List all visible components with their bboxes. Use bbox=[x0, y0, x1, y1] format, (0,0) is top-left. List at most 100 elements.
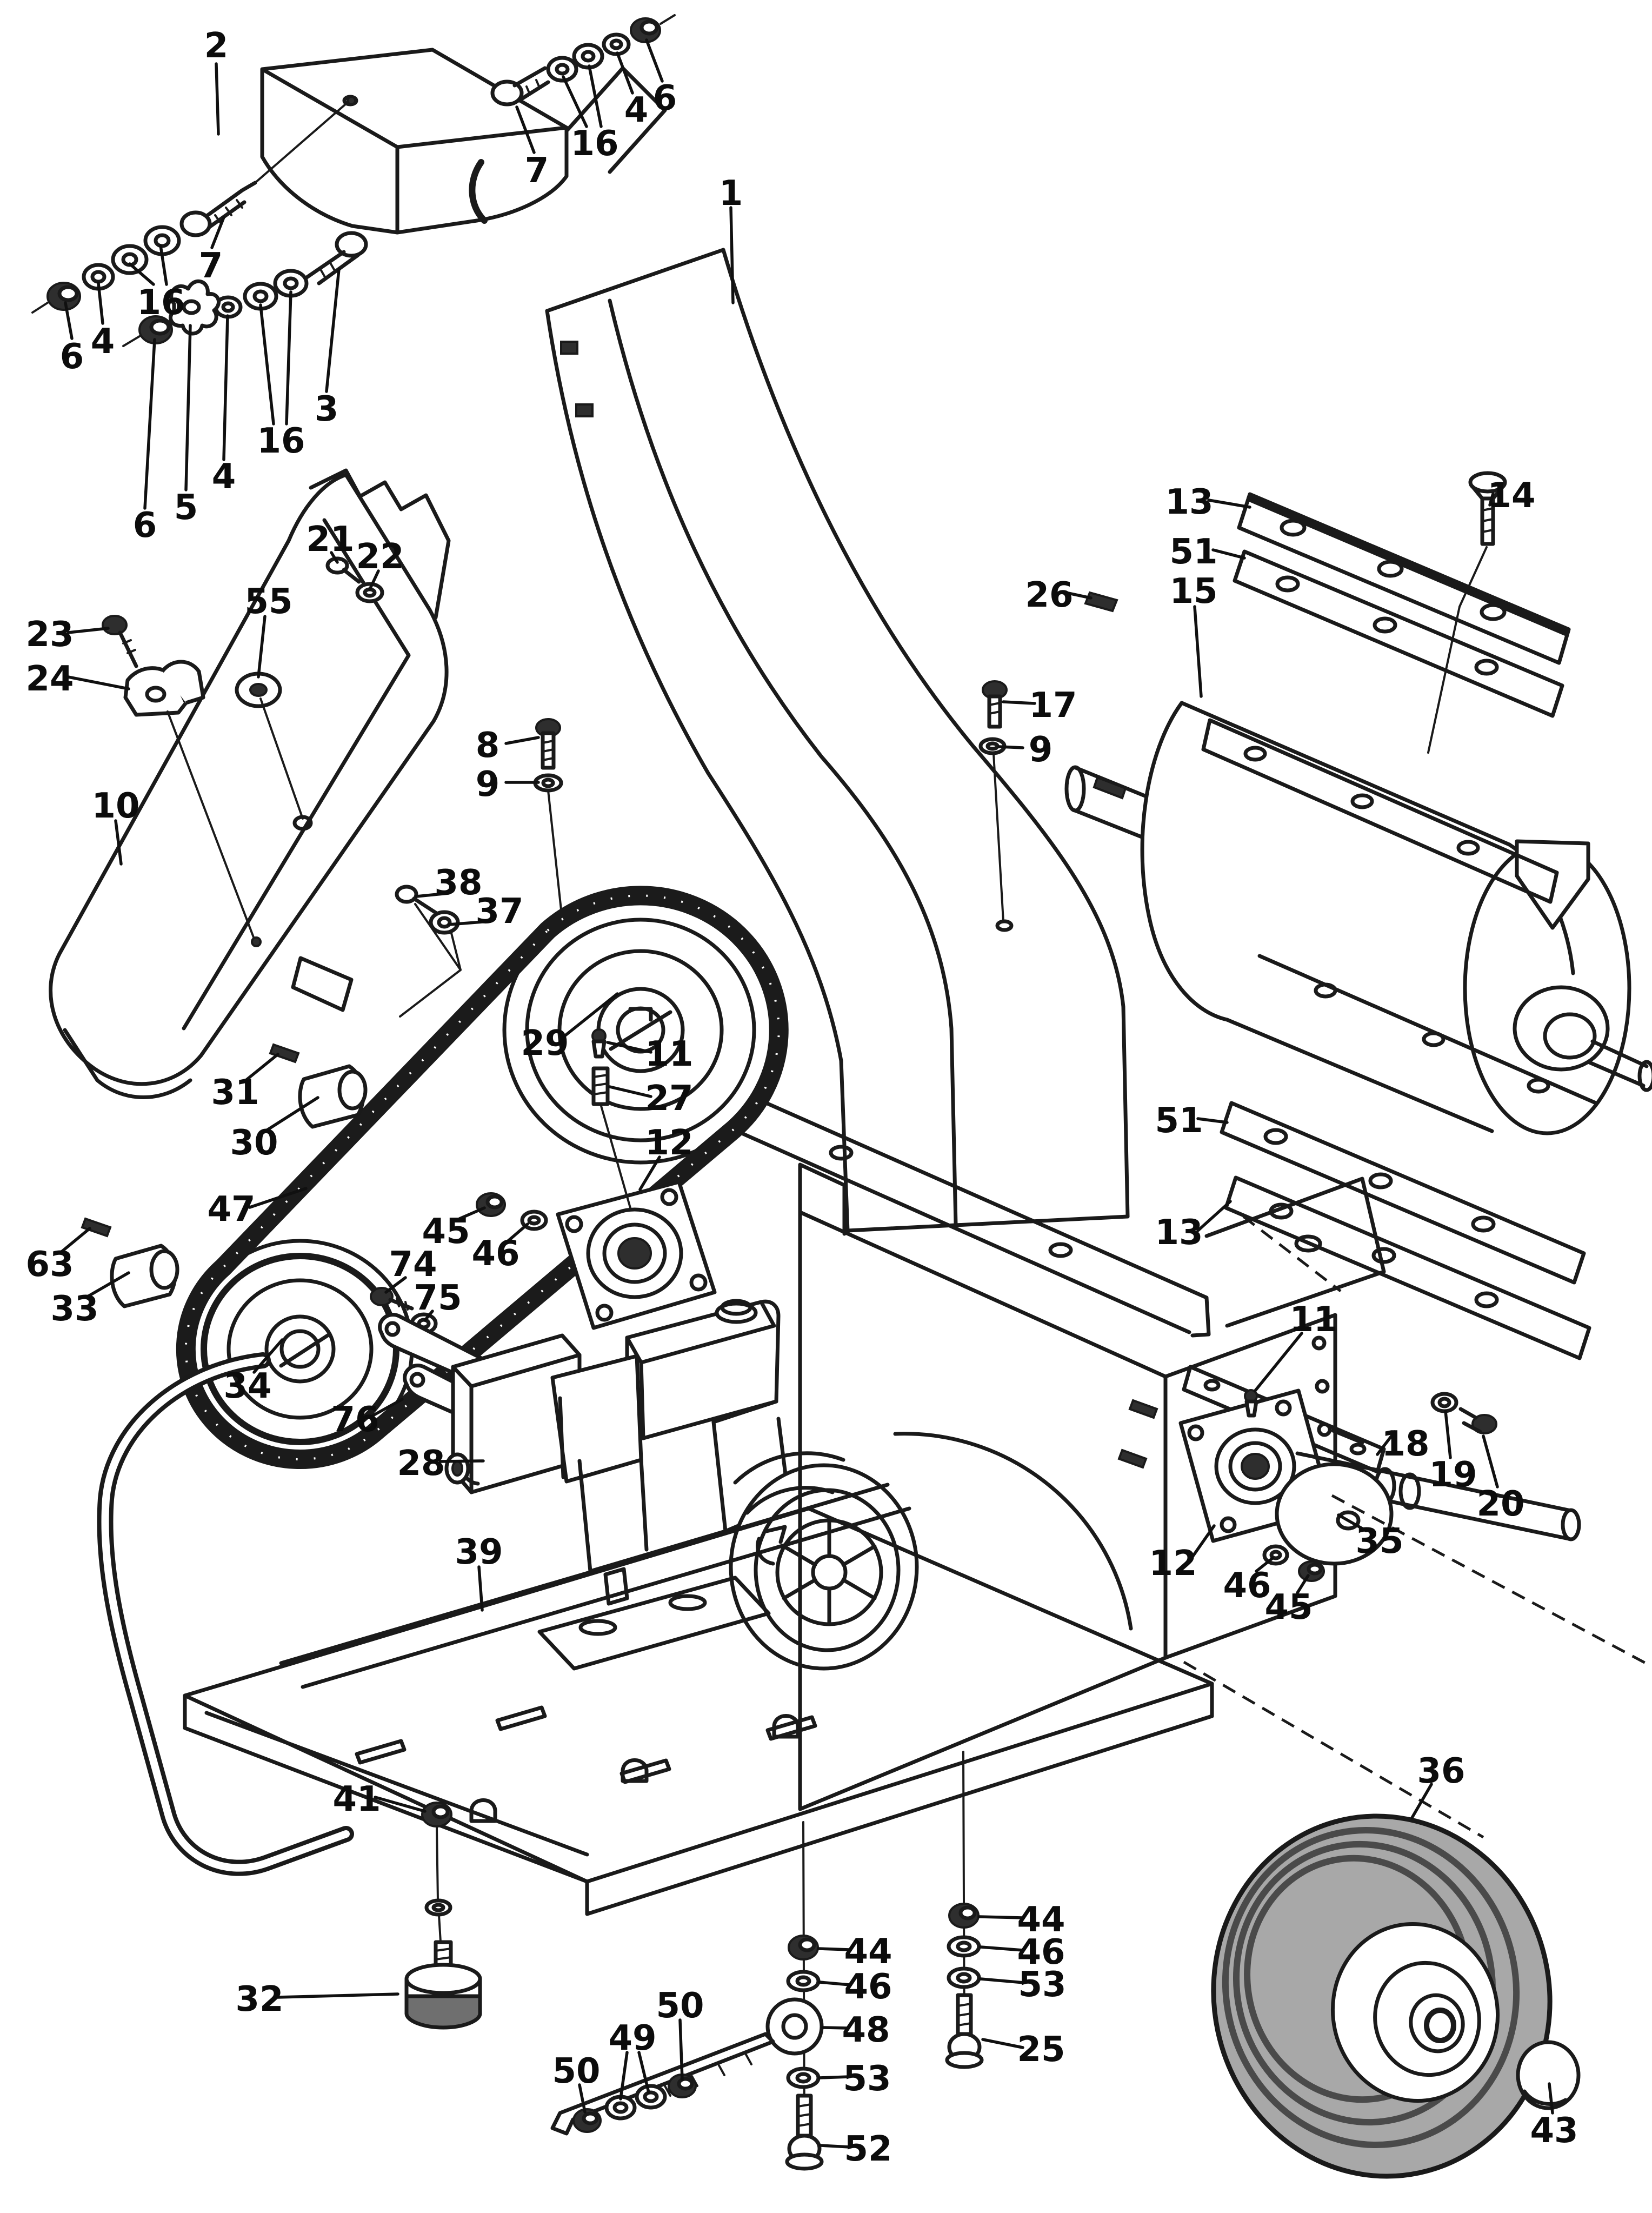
callout-50: 50 bbox=[552, 2051, 601, 2114]
flange-nut-41 bbox=[421, 1802, 452, 1827]
leader-line bbox=[1002, 700, 1036, 705]
leader-line bbox=[128, 262, 155, 286]
part-number-11: 11 bbox=[1289, 1300, 1337, 1340]
leader-line bbox=[248, 1187, 308, 1209]
part-number-44: 44 bbox=[1017, 1900, 1065, 1940]
leader-line bbox=[1376, 1430, 1396, 1456]
rotor-housing bbox=[798, 1162, 1649, 1839]
leader-line bbox=[616, 51, 634, 95]
bolt-52 bbox=[785, 2094, 824, 2171]
bolt-17 bbox=[978, 680, 1014, 932]
part-number-3: 3 bbox=[315, 389, 339, 429]
part-number-34: 34 bbox=[223, 1366, 271, 1406]
leader-line bbox=[1444, 1410, 1452, 1459]
part-number-31: 31 bbox=[211, 1073, 259, 1113]
callout-63: 63 bbox=[25, 1227, 91, 1285]
part-number-30: 30 bbox=[230, 1123, 278, 1163]
part-number-12: 12 bbox=[1149, 1544, 1197, 1584]
key-63 bbox=[81, 1217, 112, 1238]
drive-pulleys bbox=[81, 886, 789, 1470]
rotor-assembly bbox=[978, 471, 1652, 1474]
callout-46: 46 bbox=[818, 1967, 892, 2007]
part-number-6: 6 bbox=[60, 337, 84, 377]
washer-4b bbox=[602, 32, 631, 56]
callout-16: 16 bbox=[128, 244, 185, 323]
callout-28: 28 bbox=[397, 1444, 485, 1484]
wheel bbox=[1211, 1813, 1581, 2179]
washer-53-left bbox=[786, 2066, 821, 2089]
rotor-drum-15 bbox=[1064, 701, 1652, 1135]
part-number-35: 35 bbox=[1355, 1521, 1403, 1561]
callout-3: 3 bbox=[315, 268, 341, 429]
bearing-flange-12-left bbox=[556, 1180, 717, 1330]
part-number-38: 38 bbox=[434, 863, 482, 903]
callout-11: 11 bbox=[1254, 1300, 1338, 1392]
callout-13: 13 bbox=[1165, 482, 1251, 522]
nut-50-left bbox=[572, 2108, 602, 2133]
part-number-6: 6 bbox=[653, 78, 677, 118]
leader-line bbox=[371, 1398, 404, 1417]
leader-line bbox=[415, 892, 450, 898]
callout-24: 24 bbox=[25, 659, 130, 699]
callout-12: 12 bbox=[638, 1123, 694, 1191]
part-number-51: 51 bbox=[1169, 532, 1217, 572]
callout-20: 20 bbox=[1476, 1434, 1525, 1524]
leader-line bbox=[477, 1565, 484, 1612]
washer-22 bbox=[355, 582, 384, 603]
callout-2: 2 bbox=[204, 26, 228, 136]
part-number-46: 46 bbox=[844, 1967, 892, 2007]
flat-bolt-14 bbox=[1427, 471, 1507, 754]
part-number-50: 50 bbox=[552, 2051, 600, 2091]
callout-48: 48 bbox=[821, 2010, 890, 2050]
nut-6b bbox=[630, 14, 676, 43]
leader-line bbox=[1482, 1434, 1499, 1488]
leader-line bbox=[447, 920, 491, 926]
part-number-22: 22 bbox=[356, 537, 404, 577]
callout-50: 50 bbox=[656, 1986, 704, 2081]
part-number-5: 5 bbox=[174, 488, 198, 528]
callout-45: 45 bbox=[1264, 1574, 1313, 1627]
callout-19: 19 bbox=[1429, 1410, 1477, 1495]
leader-line bbox=[817, 1947, 851, 1951]
hook-bolt-23 bbox=[102, 615, 138, 668]
callout-51: 51 bbox=[1169, 532, 1246, 572]
leader-line bbox=[423, 1310, 434, 1322]
washer-16a bbox=[111, 244, 149, 275]
leader-line bbox=[819, 2144, 851, 2149]
part-number-43: 43 bbox=[1530, 2111, 1578, 2151]
leader-line bbox=[1337, 1513, 1368, 1532]
leader-line bbox=[979, 1977, 1025, 1984]
leader-line bbox=[1255, 1557, 1274, 1573]
part-number-16: 16 bbox=[137, 283, 185, 323]
washer-16c bbox=[546, 56, 578, 83]
leader-line bbox=[1211, 548, 1246, 560]
leader-line bbox=[245, 1053, 279, 1081]
part-number-7: 7 bbox=[199, 246, 223, 286]
key-31 bbox=[269, 1043, 300, 1064]
callout-46: 46 bbox=[1223, 1557, 1274, 1606]
part-number-29: 29 bbox=[521, 1024, 569, 1064]
part-number-74: 74 bbox=[389, 1245, 437, 1285]
callout-41: 41 bbox=[332, 1779, 427, 1819]
frame bbox=[97, 1352, 1214, 1916]
callout-39: 39 bbox=[455, 1532, 503, 1612]
leader-line bbox=[515, 105, 536, 154]
grease-fitting-11-right bbox=[1244, 1389, 1258, 1418]
callout-52: 52 bbox=[819, 2129, 892, 2169]
part-number-6: 6 bbox=[133, 506, 157, 546]
part-number-28: 28 bbox=[397, 1444, 445, 1484]
callout-29: 29 bbox=[521, 992, 619, 1064]
callout-11: 11 bbox=[606, 1034, 694, 1074]
leader-line bbox=[981, 2038, 1024, 2049]
bolt-20 bbox=[1458, 1407, 1497, 1434]
leader-line bbox=[143, 338, 156, 510]
nut-44-left bbox=[788, 1935, 819, 1961]
leader-line bbox=[66, 675, 130, 690]
callout-16: 16 bbox=[562, 64, 619, 164]
callout-15: 15 bbox=[1169, 571, 1218, 698]
callout-6: 6 bbox=[645, 38, 677, 118]
hub-cap-43 bbox=[1516, 2040, 1581, 2110]
callout-75: 75 bbox=[414, 1278, 462, 1322]
callout-8: 8 bbox=[476, 726, 540, 766]
